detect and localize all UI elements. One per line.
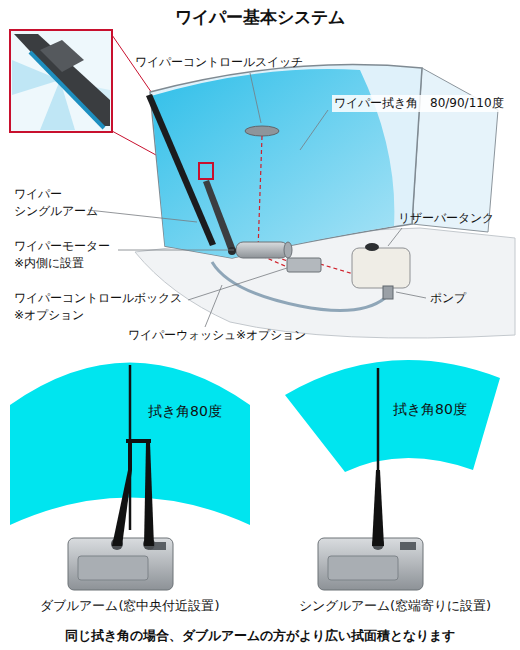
part-label: シングルアーム(窓端寄りに設置): [299, 597, 491, 615]
double-arm-motor: [68, 538, 173, 590]
reservoir-tank: [352, 243, 410, 299]
pump: [383, 286, 393, 299]
wipe-area-shape: [283, 345, 500, 475]
windshield: [150, 65, 422, 258]
wipe-area: 拭き角80度: [283, 345, 500, 475]
part-label: ダブルアーム(窓中央付近設置): [40, 597, 219, 615]
part-label: リザーバータンク: [398, 210, 494, 227]
part-label: ワイパーモーター ※内側に設置: [14, 238, 110, 272]
single-arm: [372, 368, 384, 546]
part-label: ポンプ: [430, 290, 466, 307]
title: ワイパー基本システム: [175, 6, 345, 30]
wipe-area-fill: [285, 360, 500, 472]
wipe-area: 拭き角80度: [10, 340, 250, 525]
part-label: ワイパー拭き角 80/90/110度: [332, 95, 506, 112]
side-window: [412, 68, 498, 232]
inset-zoom: [10, 30, 112, 132]
control-box: [287, 258, 321, 272]
wipe-angle: 拭き角80度: [393, 400, 467, 420]
single-arm-motor: [318, 538, 423, 590]
wiper-arm: [203, 180, 236, 252]
wipe-area-fill: [10, 363, 250, 526]
part-label: ワイパーウォッシュ※オプション: [128, 327, 306, 344]
caption: 同じ拭き角の場合、ダブルアームの方がより広い拭面積となります: [65, 627, 455, 645]
wipe-area-shape: [10, 340, 250, 525]
part-label: ワイパー シングルアーム: [14, 186, 98, 220]
double-arm: [112, 365, 154, 546]
wiper-blade: [146, 94, 216, 246]
control-switch: [245, 126, 279, 136]
wiper-motor: [236, 242, 292, 258]
wipe-angle: 拭き角80度: [148, 402, 222, 422]
part-label: ワイパーコントロールボックス ※オプション: [14, 290, 182, 324]
part-label: ワイパーコントロールスイッチ: [135, 54, 303, 71]
